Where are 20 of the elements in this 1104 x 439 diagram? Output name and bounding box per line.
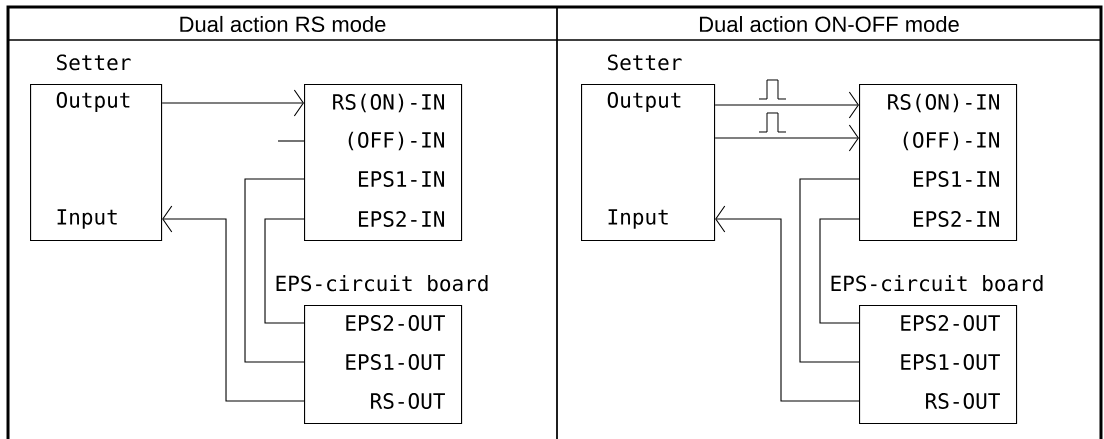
arrow	[162, 205, 305, 402]
node-label: EPS-circuit board	[831, 275, 1043, 292]
connector-line	[819, 218, 860, 324]
terminal-box: RS(ON)-IN (OFF)-IN EPS1-IN EPS2-IN	[304, 84, 463, 242]
setter-box: Setter Output Input	[581, 54, 716, 242]
arrow	[714, 91, 859, 119]
arrow	[715, 205, 860, 402]
connector-line	[799, 178, 860, 363]
arrow	[161, 89, 304, 117]
circuit-board-box: EPS-circuit board EPS2-OUT EPS1-OUT RS-OUT	[831, 275, 1043, 425]
node-label: EPS-circuit board	[276, 275, 488, 292]
connector-line	[244, 178, 305, 363]
node-label: Setter	[607, 54, 682, 71]
arrow	[714, 124, 859, 152]
connector-line	[277, 140, 305, 142]
circuit-board-box: EPS-circuit board EPS2-OUT EPS1-OUT RS-OUT	[276, 275, 488, 425]
node-label: Setter	[56, 54, 131, 71]
connector-line	[264, 218, 305, 324]
setter-box: Setter Output Input	[30, 54, 163, 242]
terminal-box: RS(ON)-IN (OFF)-IN EPS1-IN EPS2-IN	[859, 84, 1018, 242]
